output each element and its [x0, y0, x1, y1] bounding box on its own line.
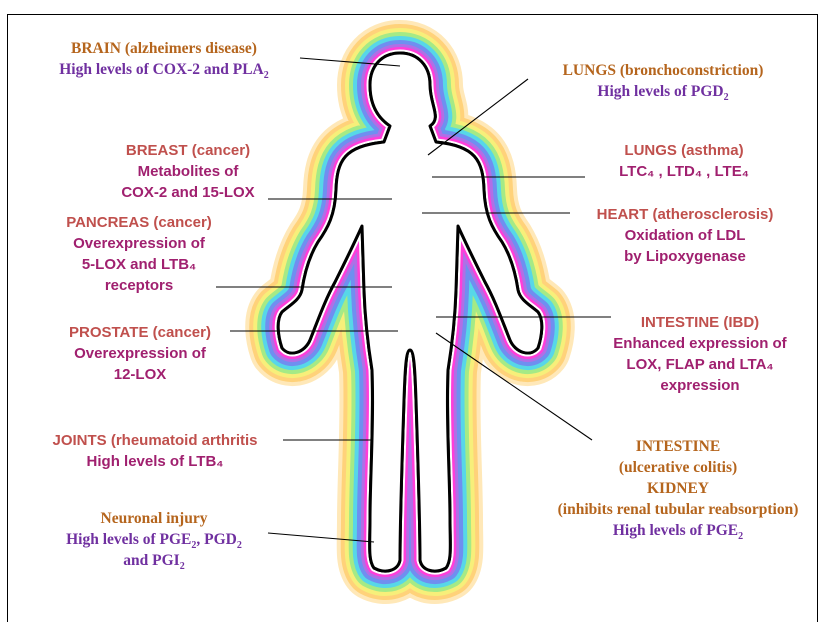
intestine-ibd-line-3: LOX, FLAP and LTA₄ [585, 354, 815, 375]
joints-title: JOINTS (rheumatoid arthritis [30, 430, 280, 451]
intestine-ibd-label: INTESTINE (IBD) Enhanced expression of L… [585, 312, 815, 396]
intestine-uc-title: INTESTINE [537, 436, 819, 457]
lungs-asthma-title: LUNGS (asthma) [584, 140, 784, 161]
breast-label: BREAST (cancer) Metabolites of COX-2 and… [88, 140, 288, 203]
prostate-line-3: 12-LOX [40, 364, 240, 385]
heart-line-2: Oxidation of LDL [570, 225, 800, 246]
brain-label: BRAIN (alzheimers disease) High levels o… [14, 38, 314, 80]
breast-title: BREAST (cancer) [88, 140, 288, 161]
lungs-broncho-title: LUNGS (bronchoconstriction) [528, 60, 798, 81]
intestine-uc-line-2: (ulcerative colitis) [537, 457, 819, 478]
intestine-ibd-line-4: expression [585, 375, 815, 396]
heart-title: HEART (atherosclerosis) [570, 204, 800, 225]
heart-label: HEART (atherosclerosis) Oxidation of LDL… [570, 204, 800, 267]
kidney-detail: High levels of PGE2 [537, 520, 819, 541]
lungs-asthma-label: LUNGS (asthma) LTC₄ , LTD₄ , LTE₄ [584, 140, 784, 182]
brain-title: BRAIN (alzheimers disease) [14, 38, 314, 59]
pancreas-line-3: 5-LOX and LTB₄ [34, 254, 244, 275]
kidney-line-2: (inhibits renal tubular reabsorption) [537, 499, 819, 520]
pointer-line-lungs-broncho [428, 79, 528, 155]
prostate-title: PROSTATE (cancer) [40, 322, 240, 343]
breast-line-3: COX-2 and 15-LOX [88, 182, 288, 203]
pointer-line-intestine-uc [436, 333, 592, 440]
lungs-asthma-detail: LTC₄ , LTD₄ , LTE₄ [584, 161, 784, 182]
pancreas-line-4: receptors [34, 275, 244, 296]
intestine-ibd-line-2: Enhanced expression of [585, 333, 815, 354]
kidney-title: KIDNEY [537, 478, 819, 499]
neuronal-label: Neuronal injury High levels of PGE2, PGD… [34, 508, 274, 571]
lungs-broncho-detail: High levels of PGD2 [528, 81, 798, 102]
pancreas-title: PANCREAS (cancer) [34, 212, 244, 233]
prostate-line-2: Overexpression of [40, 343, 240, 364]
neuronal-line-2: High levels of PGE2, PGD2 [34, 529, 274, 550]
heart-line-3: by Lipoxygenase [570, 246, 800, 267]
brain-detail: High levels of COX-2 and PLA2 [14, 59, 314, 80]
joints-label: JOINTS (rheumatoid arthritis High levels… [30, 430, 280, 472]
neuronal-title: Neuronal injury [34, 508, 274, 529]
intestine-uc-kidney-label: INTESTINE (ulcerative colitis) KIDNEY (i… [537, 436, 819, 541]
pancreas-label: PANCREAS (cancer) Overexpression of 5-LO… [34, 212, 244, 296]
neuronal-line-3: and PGI2 [34, 550, 274, 571]
intestine-ibd-title: INTESTINE (IBD) [585, 312, 815, 333]
joints-detail: High levels of LTB₄ [30, 451, 280, 472]
lungs-broncho-label: LUNGS (bronchoconstriction) High levels … [528, 60, 798, 102]
pointer-line-brain [300, 58, 400, 66]
prostate-label: PROSTATE (cancer) Overexpression of 12-L… [40, 322, 240, 385]
pancreas-line-2: Overexpression of [34, 233, 244, 254]
pointer-line-neuronal [268, 533, 374, 542]
breast-line-2: Metabolites of [88, 161, 288, 182]
